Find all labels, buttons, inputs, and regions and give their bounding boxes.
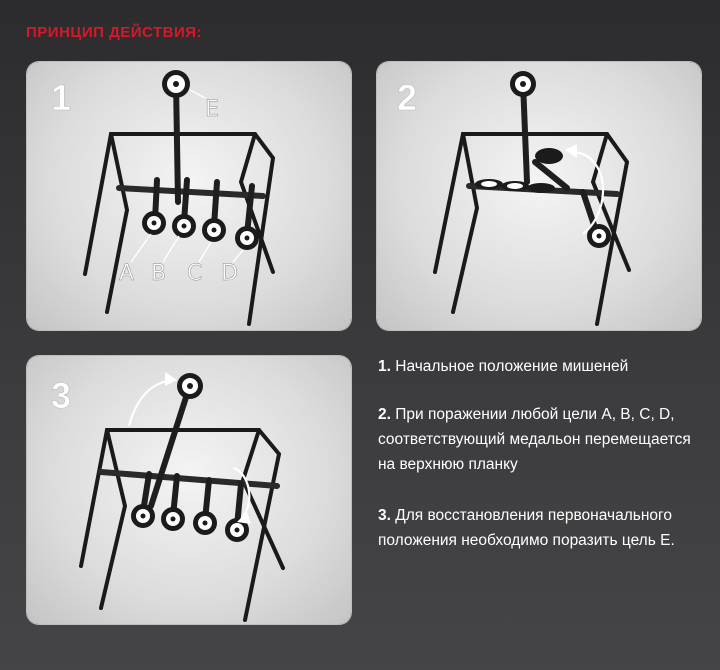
target-e <box>177 373 203 399</box>
label-e: E <box>205 97 219 122</box>
frame-right-back-leg <box>238 132 275 274</box>
diagram-panel-2: 2 <box>377 62 701 330</box>
panel-3-illustration: 3 <box>51 372 285 622</box>
diagram-panel-3: 3 <box>27 356 351 624</box>
rotation-arrow-e <box>127 378 174 427</box>
label-b-leader <box>162 235 180 263</box>
lower-bar <box>116 185 266 199</box>
label-d: D <box>221 261 238 286</box>
label-d-leader <box>232 249 244 263</box>
diagram-panel-1: 1 E A B C D <box>27 62 351 330</box>
step-number: 1. <box>378 358 391 375</box>
step-2-text: 2. При поражении любой цели A, B, C, D, … <box>378 402 708 477</box>
label-a-leader <box>130 233 152 263</box>
panel-number: 3 <box>51 375 71 416</box>
step-description: При поражении любой цели A, B, C, D, соо… <box>378 406 691 473</box>
frame-back-leg <box>451 132 480 314</box>
step-description: Начальное положение мишеней <box>395 358 629 375</box>
page-title: ПРИНЦИП ДЕЙСТВИЯ: <box>26 24 203 41</box>
target-e-center <box>173 81 179 87</box>
label-c: C <box>187 261 202 286</box>
lifted-targets <box>475 148 570 193</box>
target-c <box>202 218 226 242</box>
rotation-arrowhead-d <box>237 512 251 524</box>
label-a: A <box>119 261 134 286</box>
rotation-arrow <box>572 150 605 235</box>
frame-right-back-leg <box>240 428 285 570</box>
label-b: B <box>151 261 166 286</box>
target-a <box>131 504 155 528</box>
frame-back-leg <box>105 132 130 314</box>
panel-number: 1 <box>51 77 71 118</box>
step-number: 3. <box>378 507 391 524</box>
rotation-arrowhead-e <box>165 372 177 386</box>
target-b <box>161 507 185 531</box>
step-3-text: 3. Для восстановления первоначального по… <box>378 503 678 553</box>
target-c <box>193 511 217 535</box>
label-c-leader <box>198 241 212 263</box>
step-description: Для восстановления первоначального полож… <box>378 507 675 549</box>
frame-back-leg <box>99 428 128 610</box>
panel-1-illustration: 1 E A B C D <box>51 70 276 326</box>
target-d <box>235 226 259 250</box>
lower-bar <box>98 469 280 489</box>
panel-2-illustration: 2 <box>397 71 631 326</box>
frame-right-back-leg <box>590 132 631 272</box>
target-a <box>142 211 166 235</box>
target-e-post <box>173 79 181 205</box>
panel-number: 2 <box>397 77 417 118</box>
target-b <box>172 214 196 238</box>
step-number: 2. <box>378 406 391 423</box>
target-d <box>587 224 611 248</box>
target-e <box>510 71 536 97</box>
target-e-post <box>148 385 192 509</box>
target-d <box>225 518 249 542</box>
rotation-arrowhead <box>565 144 577 158</box>
step-1-text: 1. Начальное положение мишеней <box>378 354 708 379</box>
target-e-post <box>520 79 530 185</box>
rotation-arrow-d <box>232 466 251 517</box>
target-d-arm <box>244 183 255 237</box>
label-e-leader <box>189 89 206 99</box>
